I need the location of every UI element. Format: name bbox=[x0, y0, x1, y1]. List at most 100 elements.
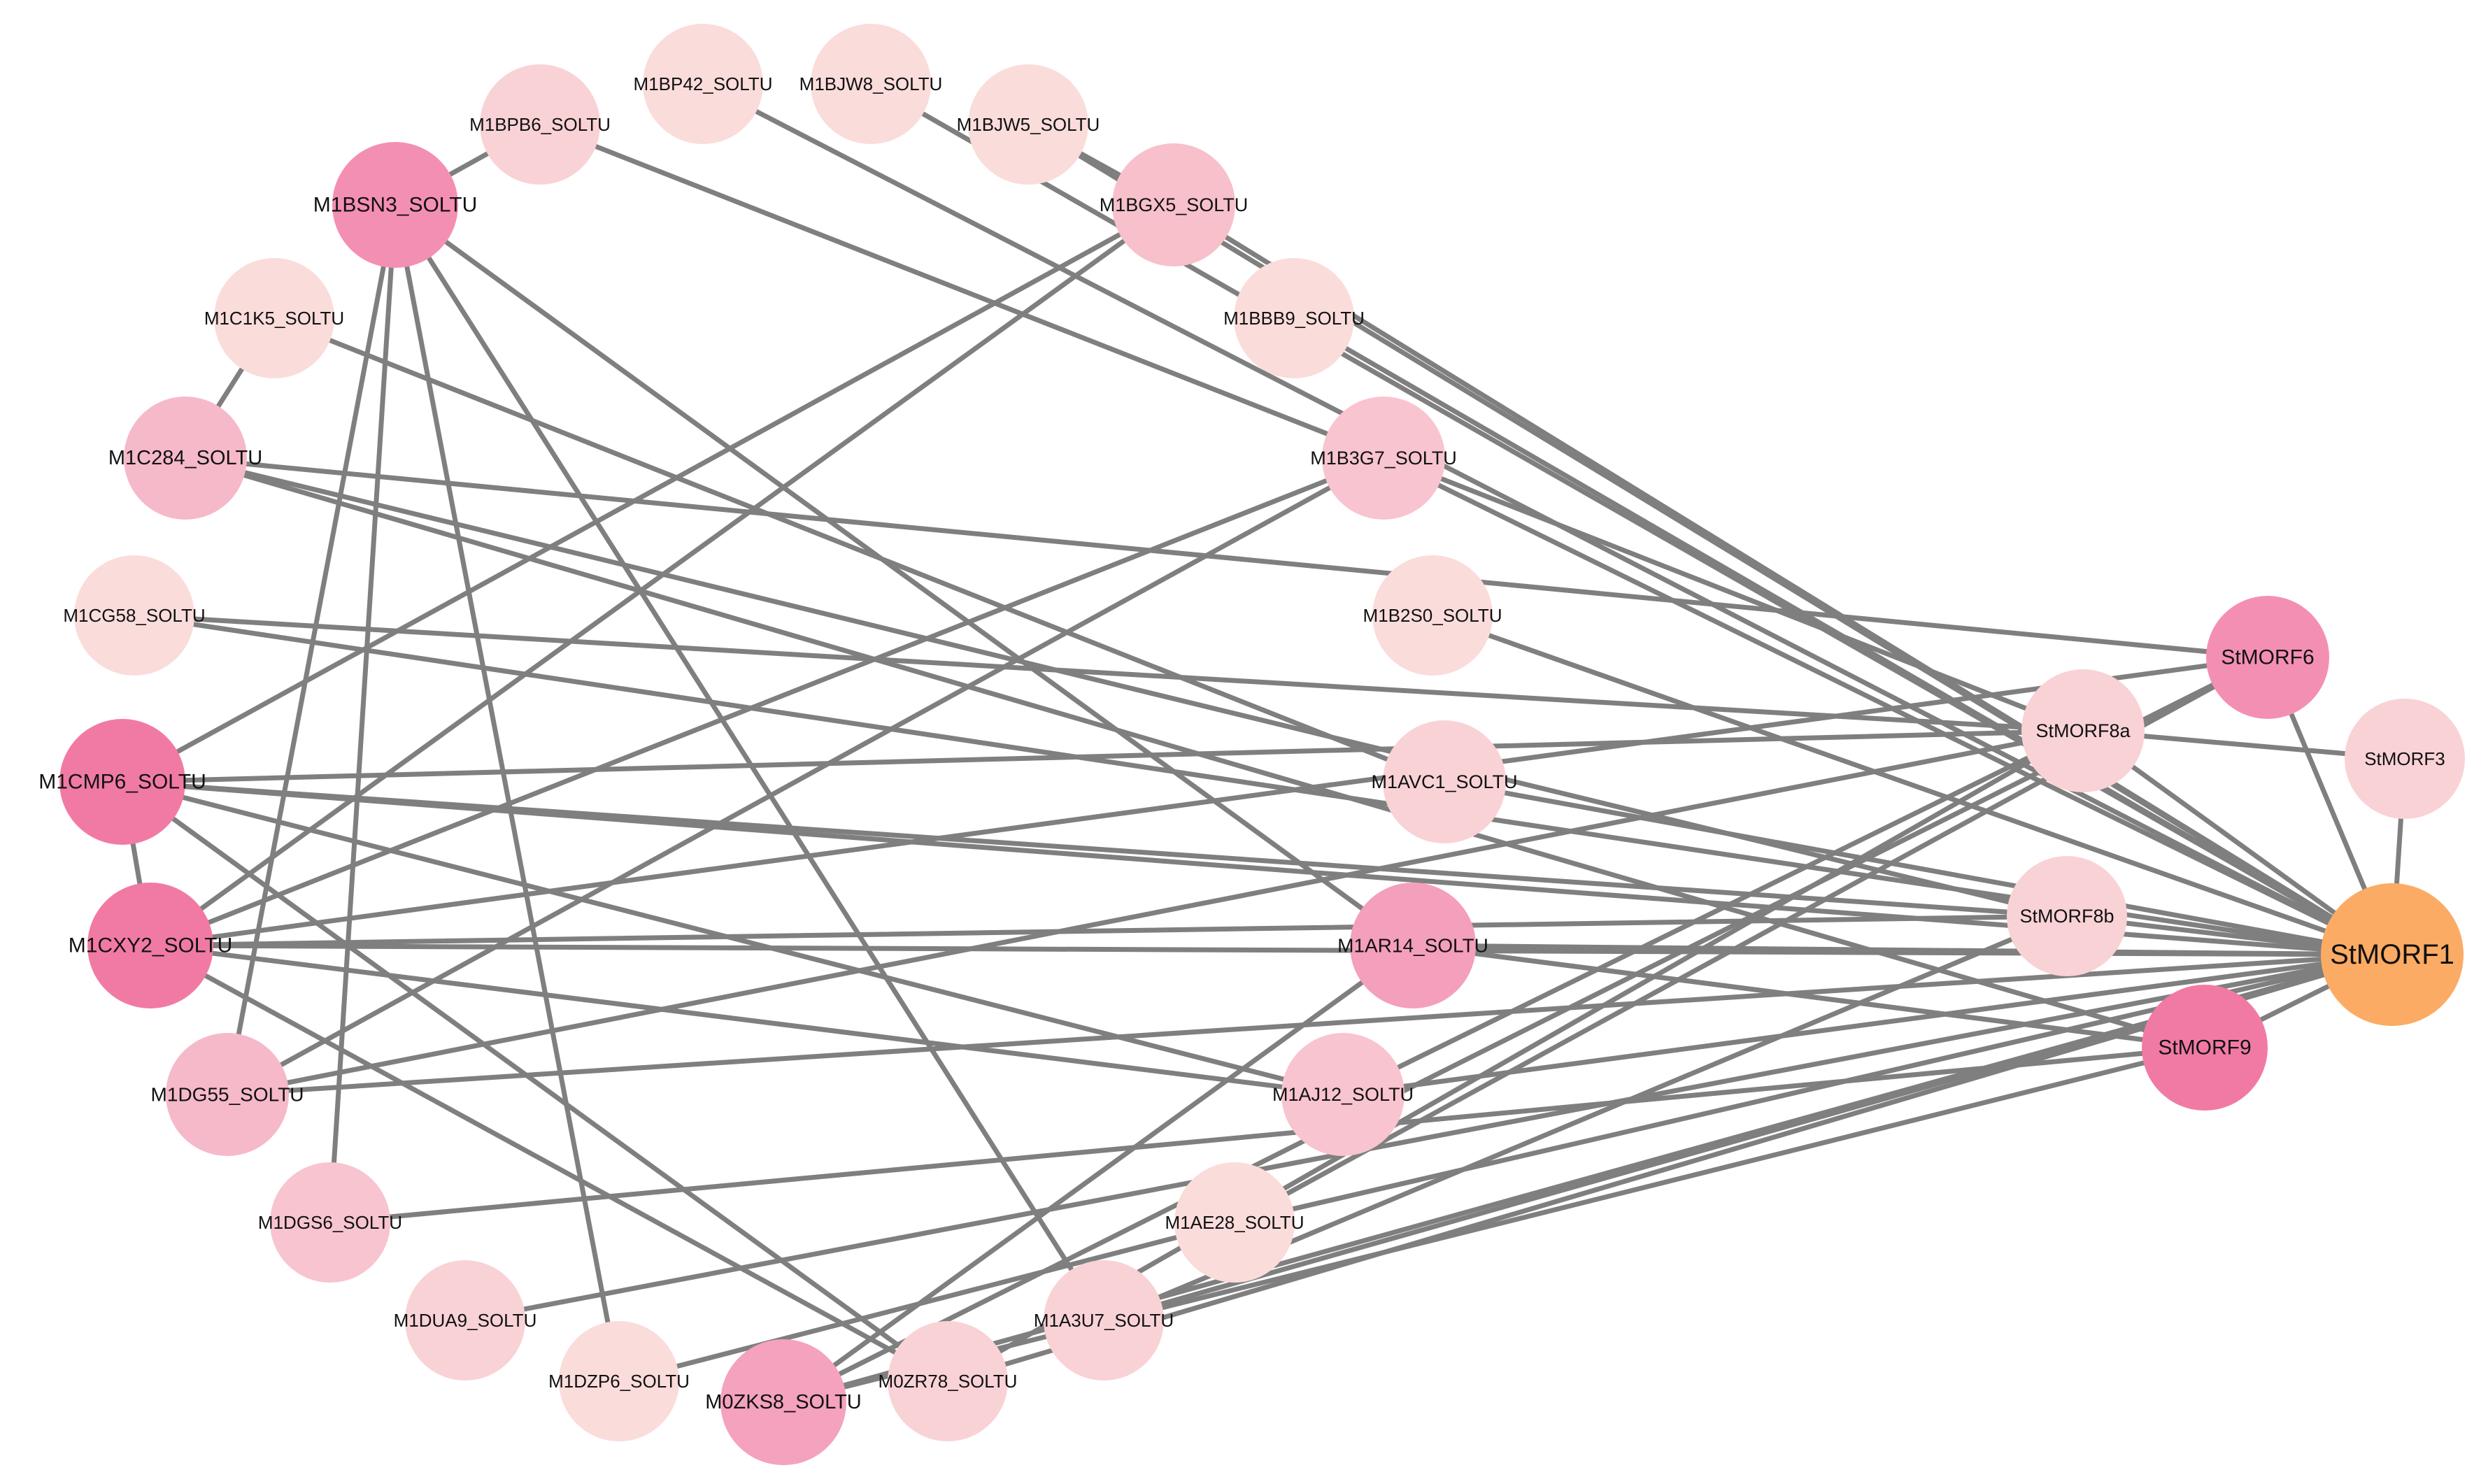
node-circle[interactable] bbox=[968, 64, 1088, 185]
node-label: M1C284_SOLTU bbox=[108, 447, 262, 469]
node-m1c1k5-soltu[interactable]: M1C1K5_SOLTU bbox=[204, 258, 344, 378]
node-stmorf8b[interactable]: StMORF8b bbox=[2007, 856, 2127, 976]
edge-m1dgs6-soltu-stmorf9 bbox=[327, 1045, 2208, 1225]
node-m1b3g7-soltu[interactable]: M1B3G7_SOLTU bbox=[1310, 397, 1457, 520]
node-m1c284-soltu[interactable]: M1C284_SOLTU bbox=[108, 397, 262, 520]
edge-m1aj12-soltu-stmorf8a bbox=[1340, 728, 2086, 1097]
node-m1dgs6-soltu[interactable]: M1DGS6_SOLTU bbox=[258, 1162, 402, 1283]
node-m1bjw8-soltu[interactable]: M1BJW8_SOLTU bbox=[799, 24, 943, 144]
node-circle[interactable] bbox=[124, 397, 247, 520]
node-m1bp42-soltu[interactable]: M1BP42_SOLTU bbox=[634, 24, 773, 144]
node-m1bpb6-soltu[interactable]: M1BPB6_SOLTU bbox=[469, 64, 611, 185]
edge-m1bbb9-soltu-stmorf1 bbox=[1291, 315, 2395, 957]
node-stmorf3[interactable]: StMORF3 bbox=[2345, 699, 2465, 819]
edge-m1avc1-soltu-stmorf1 bbox=[1442, 779, 2395, 957]
node-m1bsn3-soltu[interactable]: M1BSN3_SOLTU bbox=[313, 142, 478, 268]
edge-m1cxy2-soltu-stmorf6 bbox=[148, 655, 2270, 948]
node-circle[interactable] bbox=[1112, 143, 1235, 266]
edge-m1aj12-soltu-stmorf1 bbox=[1340, 952, 2395, 1097]
edge-m1b3g7-soltu-m1cxy2-soltu bbox=[148, 455, 1386, 948]
node-label: M1BJW8_SOLTU bbox=[799, 73, 943, 94]
node-m1ar14-soltu[interactable]: M1AR14_SOLTU bbox=[1337, 883, 1488, 1008]
node-circle[interactable] bbox=[214, 258, 334, 378]
node-circle[interactable] bbox=[1372, 555, 1493, 676]
node-label: StMORF1 bbox=[2330, 939, 2454, 970]
node-label: M1CXY2_SOLTU bbox=[69, 934, 233, 957]
node-circle[interactable] bbox=[2345, 699, 2465, 819]
edge-m1b3g7-soltu-stmorf1 bbox=[1381, 455, 2395, 957]
node-label: M1BGX5_SOLTU bbox=[1100, 194, 1249, 215]
node-circle[interactable] bbox=[559, 1321, 679, 1441]
edge-m1avc1-soltu-m1c1k5-soltu bbox=[271, 315, 1447, 785]
node-label: M0ZKS8_SOLTU bbox=[705, 1391, 861, 1413]
node-m1dg55-soltu[interactable]: M1DG55_SOLTU bbox=[151, 1033, 304, 1156]
node-label: M1B2S0_SOLTU bbox=[1363, 605, 1502, 626]
edges-layer bbox=[120, 81, 2408, 1405]
node-m1avc1-soltu[interactable]: M1AVC1_SOLTU bbox=[1371, 720, 1518, 843]
edge-m1bsn3-soltu-m1dgs6-soltu bbox=[327, 202, 398, 1225]
node-circle[interactable] bbox=[643, 24, 763, 144]
node-circle[interactable] bbox=[74, 555, 194, 676]
node-m1ae28-soltu[interactable]: M1AE28_SOLTU bbox=[1165, 1162, 1305, 1283]
node-label: M1AJ12_SOLTU bbox=[1272, 1084, 1414, 1105]
edge-m1dg55-soltu-stmorf1 bbox=[225, 952, 2395, 1097]
node-stmorf1[interactable]: StMORF1 bbox=[2321, 883, 2464, 1026]
node-m1cmp6-soltu[interactable]: M1CMP6_SOLTU bbox=[38, 719, 206, 845]
node-label: M1AR14_SOLTU bbox=[1337, 935, 1488, 957]
node-m1aj12-soltu[interactable]: M1AJ12_SOLTU bbox=[1272, 1033, 1414, 1156]
node-label: StMORF8b bbox=[2019, 906, 2114, 927]
node-circle[interactable] bbox=[332, 142, 458, 268]
node-circle[interactable] bbox=[2206, 596, 2329, 719]
node-circle[interactable] bbox=[87, 883, 213, 1008]
node-circle[interactable] bbox=[1383, 720, 1506, 843]
node-circle[interactable] bbox=[2142, 985, 2268, 1111]
edge-m1bgx5-soltu-stmorf1 bbox=[1171, 202, 2395, 957]
node-m1bbb9-soltu[interactable]: M1BBB9_SOLTU bbox=[1223, 258, 1365, 378]
node-label: StMORF9 bbox=[2158, 1036, 2251, 1060]
node-m1cg58-soltu[interactable]: M1CG58_SOLTU bbox=[63, 555, 206, 676]
node-circle[interactable] bbox=[166, 1033, 289, 1156]
node-circle[interactable] bbox=[1322, 397, 1445, 520]
node-circle[interactable] bbox=[270, 1162, 390, 1283]
node-circle[interactable] bbox=[1281, 1033, 1405, 1156]
edge-m1dzp6-soltu-m1ae28-soltu bbox=[616, 1220, 1237, 1384]
node-circle[interactable] bbox=[1044, 1260, 1164, 1380]
node-circle[interactable] bbox=[888, 1321, 1008, 1441]
node-m1dua9-soltu[interactable]: M1DUA9_SOLTU bbox=[394, 1260, 537, 1380]
edge-m1cmp6-soltu-stmorf8a bbox=[120, 728, 2086, 785]
node-circle[interactable] bbox=[811, 24, 931, 144]
node-circle[interactable] bbox=[480, 64, 600, 185]
node-label: M1B3G7_SOLTU bbox=[1310, 448, 1457, 469]
node-m0zks8-soltu[interactable]: M0ZKS8_SOLTU bbox=[705, 1339, 862, 1465]
node-label: M1BPB6_SOLTU bbox=[469, 114, 611, 135]
node-m1dzp6-soltu[interactable]: M1DZP6_SOLTU bbox=[548, 1321, 690, 1441]
node-circle[interactable] bbox=[1350, 883, 1476, 1008]
node-m1cxy2-soltu[interactable]: M1CXY2_SOLTU bbox=[69, 883, 233, 1008]
node-m1bgx5-soltu[interactable]: M1BGX5_SOLTU bbox=[1100, 143, 1249, 266]
edge-m0zks8-soltu-m1ar14-soltu bbox=[781, 943, 1416, 1405]
node-circle[interactable] bbox=[2021, 669, 2145, 792]
edge-m1ar14-soltu-stmorf9 bbox=[1410, 943, 2208, 1050]
node-circle[interactable] bbox=[1174, 1162, 1295, 1283]
edge-m1c284-soltu-stmorf8b bbox=[183, 455, 2070, 919]
node-circle[interactable] bbox=[405, 1260, 525, 1380]
node-stmorf9[interactable]: StMORF9 bbox=[2142, 985, 2268, 1111]
node-stmorf6[interactable]: StMORF6 bbox=[2206, 596, 2329, 719]
edge-m1ar14-soltu-stmorf1 bbox=[1410, 943, 2395, 957]
edge-m0zks8-soltu-stmorf9 bbox=[781, 1045, 2208, 1405]
node-m1bjw5-soltu[interactable]: M1BJW5_SOLTU bbox=[957, 64, 1100, 185]
edge-m1bsn3-soltu-m1dzp6-soltu bbox=[392, 202, 622, 1384]
node-m1b2s0-soltu[interactable]: M1B2S0_SOLTU bbox=[1363, 555, 1502, 676]
node-label: M1DG55_SOLTU bbox=[151, 1084, 304, 1106]
node-circle[interactable] bbox=[720, 1339, 846, 1465]
node-circle[interactable] bbox=[59, 719, 185, 845]
node-circle[interactable] bbox=[2321, 883, 2464, 1026]
edge-m1c284-soltu-stmorf6 bbox=[183, 455, 2270, 660]
node-m0zr78-soltu[interactable]: M0ZR78_SOLTU bbox=[879, 1321, 1018, 1441]
node-label: M1DUA9_SOLTU bbox=[394, 1310, 537, 1331]
node-label: M1AE28_SOLTU bbox=[1165, 1212, 1305, 1233]
node-stmorf8a[interactable]: StMORF8a bbox=[2021, 669, 2145, 792]
node-circle[interactable] bbox=[2007, 856, 2127, 976]
node-circle[interactable] bbox=[1234, 258, 1354, 378]
node-m1a3u7-soltu[interactable]: M1A3U7_SOLTU bbox=[1034, 1260, 1174, 1380]
